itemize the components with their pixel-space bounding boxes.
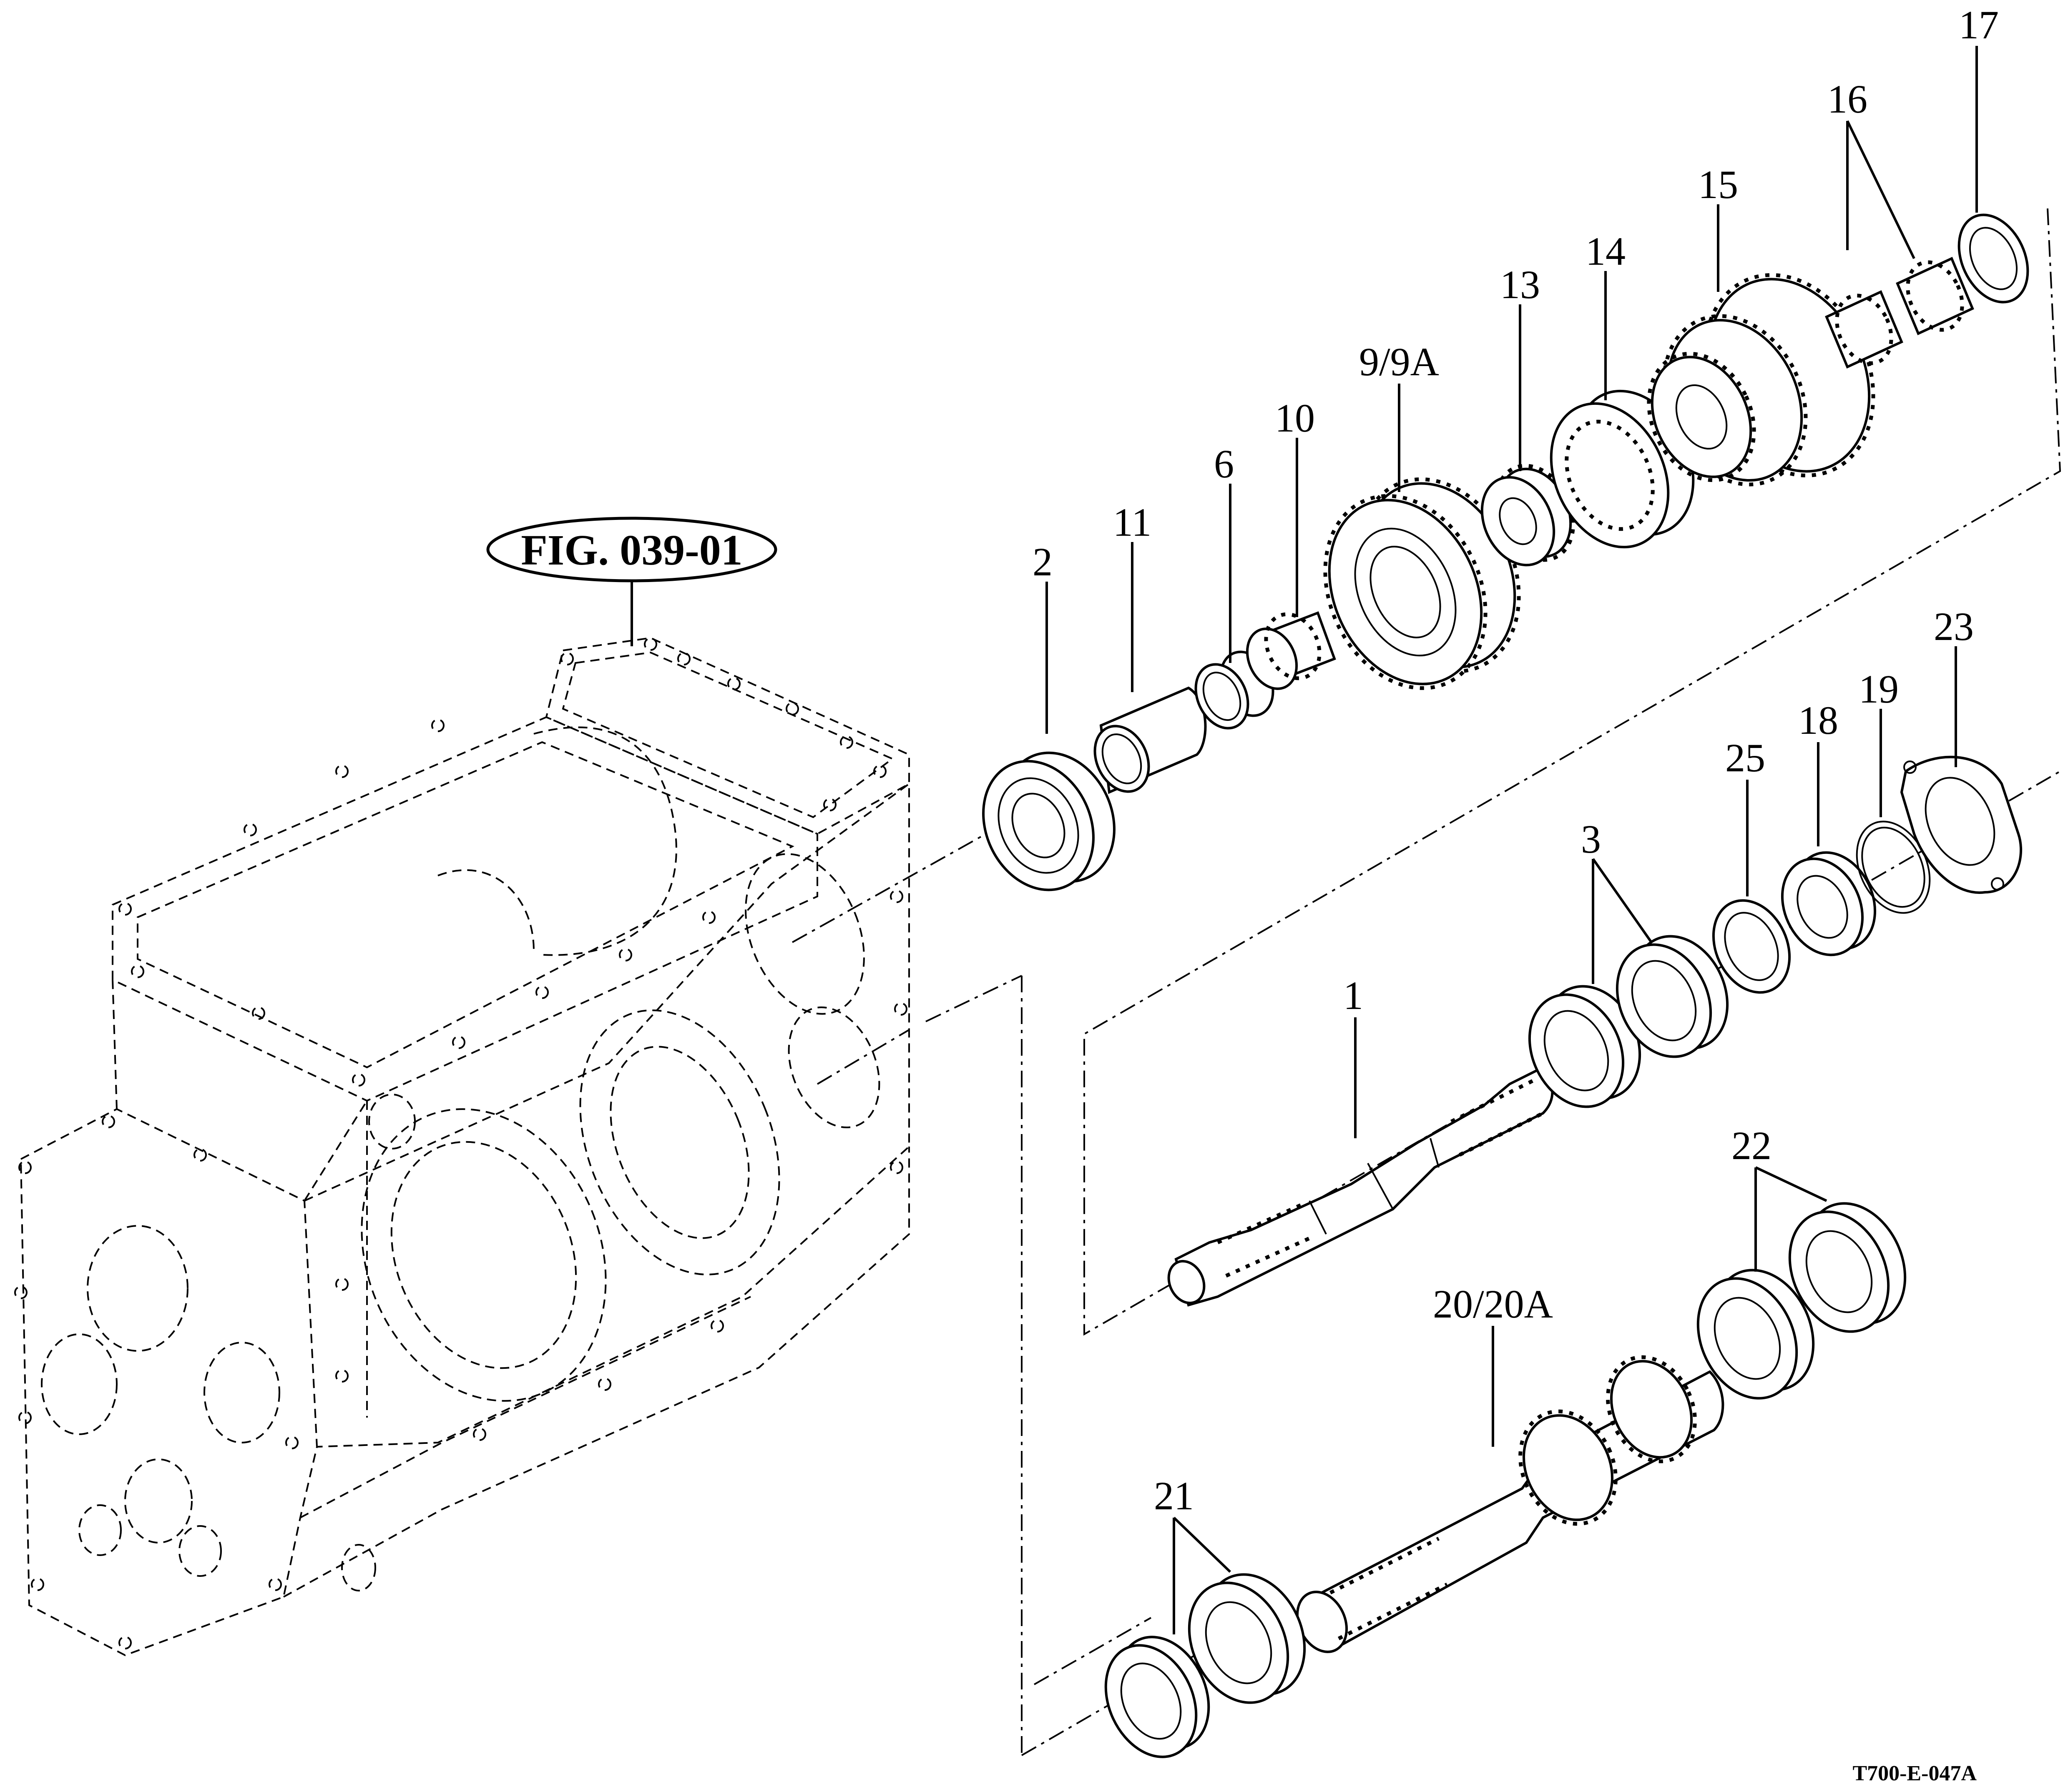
figure-reference-callout[interactable]: FIG. 039-01: [486, 517, 777, 646]
part-23-cover-plate[interactable]: [1900, 755, 2023, 894]
part-25-shim[interactable]: [1699, 888, 1804, 1005]
callout-11[interactable]: 11: [1113, 500, 1151, 545]
callout-3[interactable]: 3: [1581, 817, 1601, 861]
callout-16[interactable]: 16: [1827, 77, 1867, 121]
callout-6[interactable]: 6: [1214, 442, 1234, 486]
callout-25[interactable]: 25: [1725, 735, 1765, 780]
callout-20-20a[interactable]: 20/20A: [1433, 1282, 1553, 1326]
callout-9-9a[interactable]: 9/9A: [1359, 339, 1439, 384]
callout-22[interactable]: 22: [1731, 1123, 1772, 1168]
part-11-spacer[interactable]: [1085, 686, 1207, 801]
figure-reference-label: FIG. 039-01: [521, 526, 743, 574]
callout-1[interactable]: 1: [1343, 973, 1363, 1018]
callout-14[interactable]: 14: [1586, 229, 1626, 274]
callout-18[interactable]: 18: [1798, 698, 1838, 743]
callout-19[interactable]: 19: [1859, 667, 1899, 711]
transmission-housing-outline: [14, 637, 910, 1656]
callout-2[interactable]: 2: [1033, 540, 1053, 584]
part-22-ball-bearings[interactable]: [1679, 1187, 1924, 1415]
part-17-thrust-washer[interactable]: [1946, 204, 2041, 314]
part-2-ball-bearing[interactable]: [963, 735, 1135, 908]
part-1-input-shaft[interactable]: [1162, 1066, 1554, 1309]
part-18-oil-seal[interactable]: [1767, 839, 1890, 968]
part-10-needle-bearing[interactable]: [1238, 605, 1336, 697]
assembly-boundaries: [792, 208, 2061, 1756]
callout-17[interactable]: 17: [1959, 3, 1999, 47]
callout-numbers: 2 11 6 10 9/9A 13 14 15 16 17 1 3 25 18 …: [1033, 3, 1999, 1518]
callout-13[interactable]: 13: [1500, 262, 1540, 307]
callout-10[interactable]: 10: [1275, 396, 1315, 440]
part-16-needle-bearings[interactable]: [1825, 253, 1974, 372]
part-9-helical-gear[interactable]: [1295, 453, 1549, 714]
part-13-hub[interactable]: [1468, 453, 1588, 577]
drawing-number: T700-E-047A: [1852, 1762, 1977, 1785]
callout-leaders: [1045, 46, 1978, 1634]
part-3-ball-bearings[interactable]: [1512, 921, 1745, 1122]
part-15-cluster-gear[interactable]: [1629, 247, 1905, 508]
part-21-ball-bearings[interactable]: [1088, 1559, 1323, 1772]
callout-21[interactable]: 21: [1154, 1473, 1194, 1518]
callout-23[interactable]: 23: [1934, 604, 1974, 649]
callout-15[interactable]: 15: [1698, 162, 1738, 207]
part-20-countershaft[interactable]: [1288, 1343, 1724, 1660]
